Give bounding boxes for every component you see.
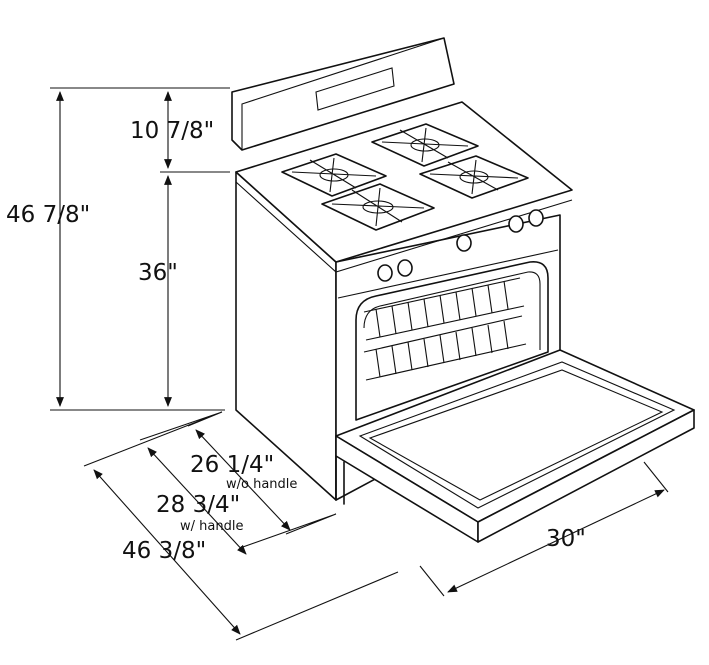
width-dimension-line (447, 489, 665, 593)
total-height-label: 46 7/8" (6, 202, 90, 228)
dimension-lines (50, 87, 669, 641)
backguard-height-label: 10 7/8" (130, 118, 214, 144)
cooktop-surface (235, 101, 573, 263)
oven-cavity (355, 261, 549, 421)
width-label: 30" (546, 526, 586, 552)
knob-1 (377, 264, 393, 282)
depth-door-open-dimension-line (93, 469, 241, 635)
without-handle-note: w/o handle (226, 477, 297, 492)
knob-2 (397, 259, 413, 277)
depth-with-handle-label: 28 3/4" (156, 492, 240, 518)
burner-grate-back-left (281, 153, 387, 197)
knob-3 (456, 234, 472, 252)
depth-door-open-label: 46 3/8" (122, 538, 206, 564)
backguard (231, 37, 455, 151)
dimension-labels: 46 7/8" 10 7/8" 36" 26 1/4" w/o handle 2… (6, 118, 586, 564)
knob-5 (528, 209, 544, 227)
depth-without-handle-label: 26 1/4" (190, 452, 274, 478)
range-illustration (231, 37, 695, 543)
burner-grate-back-right (371, 123, 479, 167)
cooktop-height-label: 36" (138, 260, 178, 286)
burner-grate-front-left (321, 183, 435, 231)
backguard-display (315, 67, 395, 111)
oven-rack-lower (363, 315, 527, 381)
knob-4 (508, 215, 524, 233)
with-handle-note: w/ handle (180, 519, 243, 534)
burner-grate-front-right (419, 155, 529, 199)
oven-rack-upper (363, 277, 525, 341)
